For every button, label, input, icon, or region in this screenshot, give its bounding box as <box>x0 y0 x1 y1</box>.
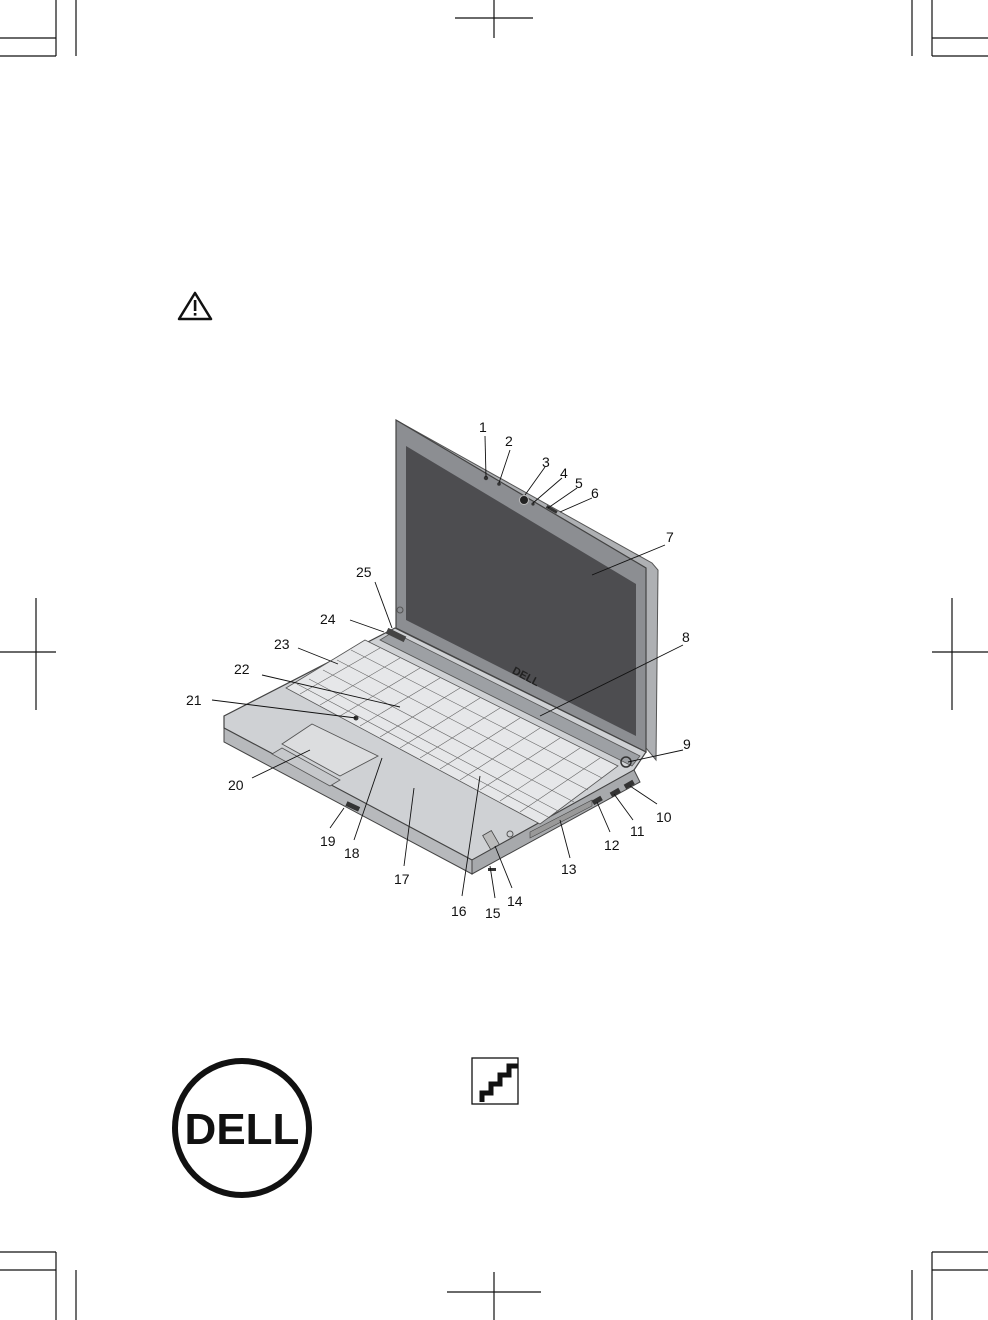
stairs-icon <box>0 0 988 1320</box>
